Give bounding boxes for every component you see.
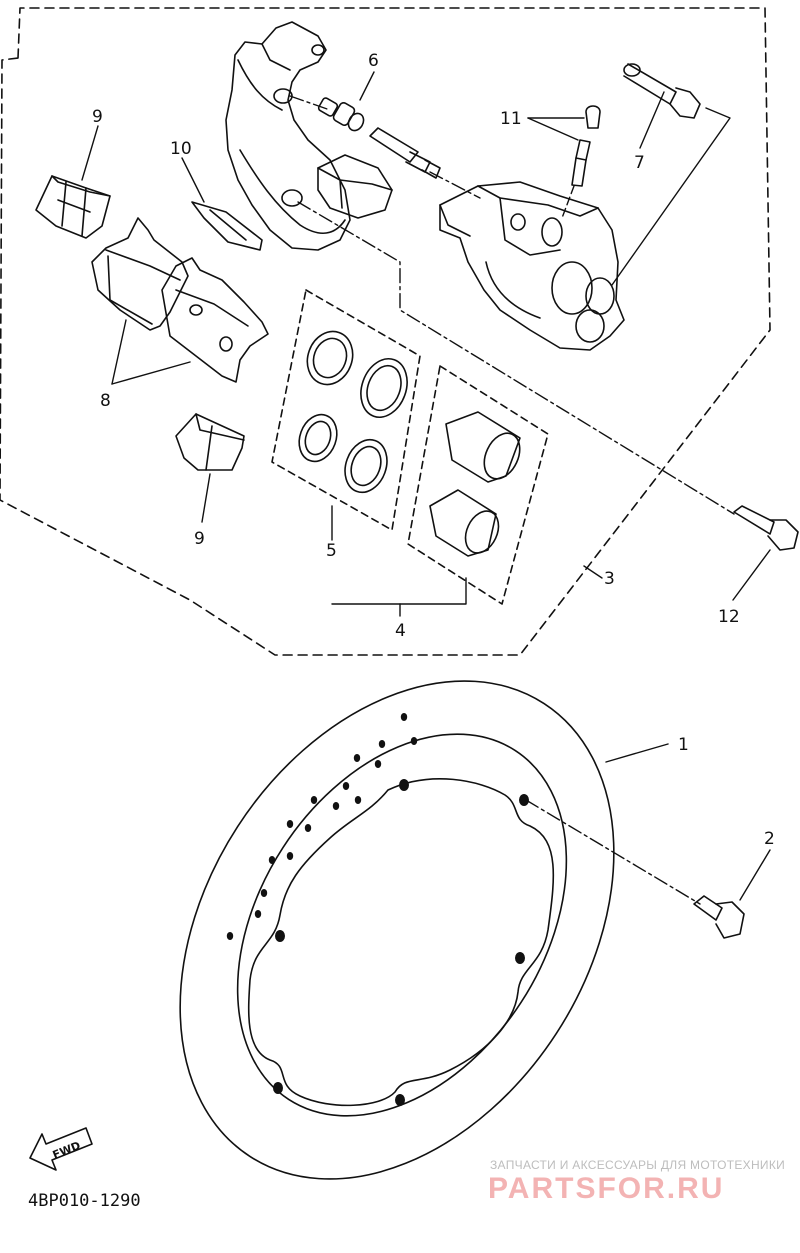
disc-holes [226,713,529,1106]
callout-7: 7 [634,153,645,173]
callout-12: 12 [718,607,740,627]
part-4-piston-kit [407,365,549,605]
callout-2: 2 [764,829,775,849]
callout-9-lower: 9 [194,529,205,549]
part-10-shim [191,201,263,251]
part-8-brake-pads [91,217,269,383]
part-5-seal-kit [271,289,421,531]
drawing-code: 4BP010-1290 [28,1191,141,1211]
part-9-pad-spring-lower [175,413,245,471]
callout-6: 6 [368,51,379,71]
caliper-assembly-boundary [0,7,771,656]
caliper-body [439,181,625,351]
part-2-disc-bolt [693,895,745,939]
callout-3: 3 [604,569,615,589]
fwd-arrow-icon [29,1127,93,1171]
caliper-bracket [225,21,351,251]
part-11-bleed-screw [571,105,601,187]
part-9-pad-spring-upper [35,175,111,239]
watermark-tagline: ЗАПЧАСТИ И АКСЕССУАРЫ ДЛЯ МОТОТЕХНИКИ [490,1158,786,1172]
callout-10: 10 [170,139,192,159]
part-1-brake-disc [179,680,615,1180]
callout-4: 4 [395,621,406,641]
watermark-brand: PARTSFOR.RU [488,1172,725,1205]
callout-1: 1 [678,735,689,755]
slide-pin [369,127,441,179]
callout-11: 11 [500,109,522,129]
pad-support-block [317,154,393,219]
leader-lines [81,71,771,905]
callout-9-upper: 9 [92,107,103,127]
fwd-label: FWD [51,1139,83,1162]
callout-8: 8 [100,391,111,411]
part-7-long-pin [623,63,701,119]
part-12-bolt [733,505,799,551]
callout-5: 5 [326,541,337,561]
part-6-pin [317,97,365,132]
